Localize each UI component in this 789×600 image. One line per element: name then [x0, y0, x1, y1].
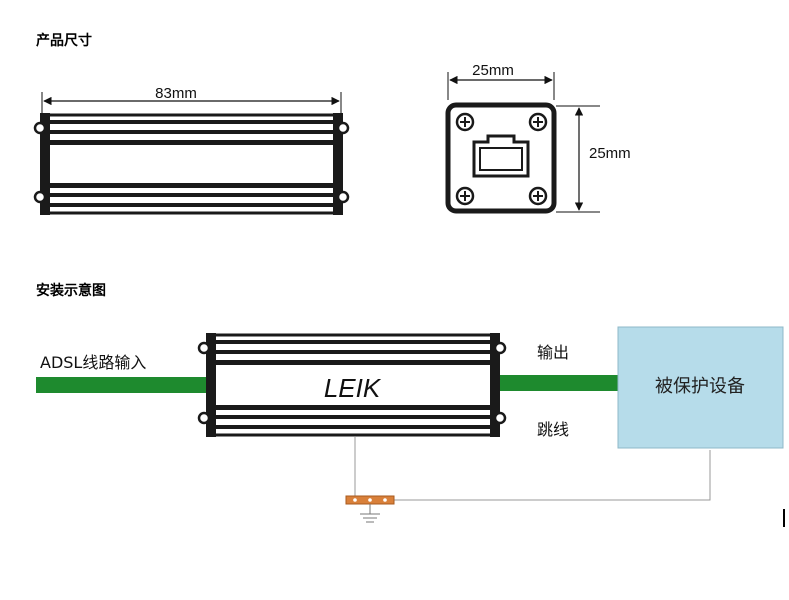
- screw-icon: [493, 411, 507, 425]
- screw-icon: [336, 121, 350, 135]
- protected-equipment-label: 被保护设备: [655, 376, 745, 397]
- output-cable: [498, 375, 618, 391]
- height-dimension-label: 25mm: [589, 145, 631, 162]
- screw-icon: [336, 190, 350, 204]
- jumper-label: 跳线: [537, 420, 569, 439]
- installation-diagram-heading: 安装示意图: [36, 283, 106, 299]
- input-cable: [36, 377, 208, 393]
- protected-equipment-box: [617, 326, 784, 449]
- screw-icon: [197, 341, 211, 355]
- screw-icon: [493, 341, 507, 355]
- output-label: 输出: [537, 343, 569, 362]
- surge-protector-device: LEIK: [197, 333, 507, 437]
- device-side-view: 83mm: [33, 85, 350, 215]
- input-label: ADSL线路输入: [40, 353, 146, 372]
- length-dimension-label: 83mm: [155, 85, 197, 102]
- brand-logo: LEIK: [324, 373, 382, 403]
- text-cursor: [783, 509, 785, 527]
- ground-symbol-icon: [360, 504, 380, 523]
- width-dimension-label: 25mm: [472, 62, 514, 79]
- ground-wire-equipment: [392, 450, 711, 501]
- screw-icon: [197, 411, 211, 425]
- product-dimensions-heading: 产品尺寸: [36, 33, 92, 49]
- device-end-view: 25mm 25mm: [445, 62, 631, 214]
- screw-icon: [33, 121, 47, 135]
- rj-port-icon: [472, 134, 530, 178]
- screw-icon: [33, 190, 47, 204]
